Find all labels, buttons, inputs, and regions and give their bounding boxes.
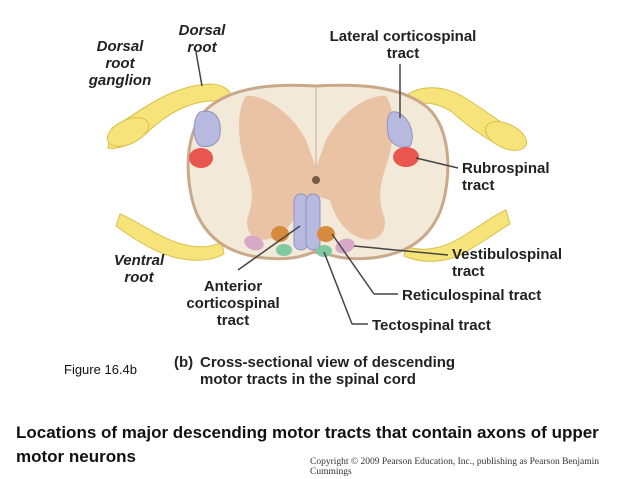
left-tectospinal-tract [276,244,292,256]
caption-letter: (b) [174,354,194,371]
right-anterior-corticospinal-tract [305,193,321,251]
copyright-notice: Copyright © 2009 Pearson Education, Inc.… [310,457,600,477]
dorsal-root-label: Dorsal root [178,22,226,56]
gray-matter [239,95,393,240]
figure-number: Figure 16.4b [64,362,137,377]
vestibulospinal-tract-label: Vestibulospinal tract [452,246,563,280]
ventral-root-label: Ventral root [113,252,165,286]
right-lateral-corticospinal-tract [386,111,413,148]
central-canal [312,176,320,184]
right-ventral-root [403,209,511,262]
left-vestibulospinal-tract [244,235,264,251]
dorsal-root-ganglion-label: Dorsal root ganglion [88,38,152,89]
right-rubrospinal-tract [393,147,419,167]
right-dorsal-root-ganglion [484,121,528,151]
descending-tracts [189,110,419,257]
rubrospinal-tract-label: Rubrospinal tract [462,160,550,194]
right-tectospinal-tract [316,245,332,257]
anterior-corticospinal-tract-label: Anterior corticospinal tract [186,278,280,329]
left-lateral-corticospinal-tract [193,110,221,147]
left-ventral-root [115,213,225,261]
caption-text: Cross-sectional view of descending motor… [200,354,456,388]
nerve-roots [106,83,528,262]
tectospinal-tract-label: Tectospinal tract [372,317,491,334]
reticulospinal-tract-label: Reticulospinal tract [402,287,542,304]
right-vestibulospinal-tract [335,238,355,254]
lateral-corticospinal-tract-label: Lateral corticospinal tract [329,28,477,62]
left-dorsal-root-ganglion [106,117,150,147]
left-reticulospinal-tract [271,226,289,242]
slide-title: Locations of major descending motor trac… [16,423,599,466]
left-rubrospinal-tract [189,148,213,168]
right-reticulospinal-tract [317,226,335,242]
leader-lines [195,51,459,325]
